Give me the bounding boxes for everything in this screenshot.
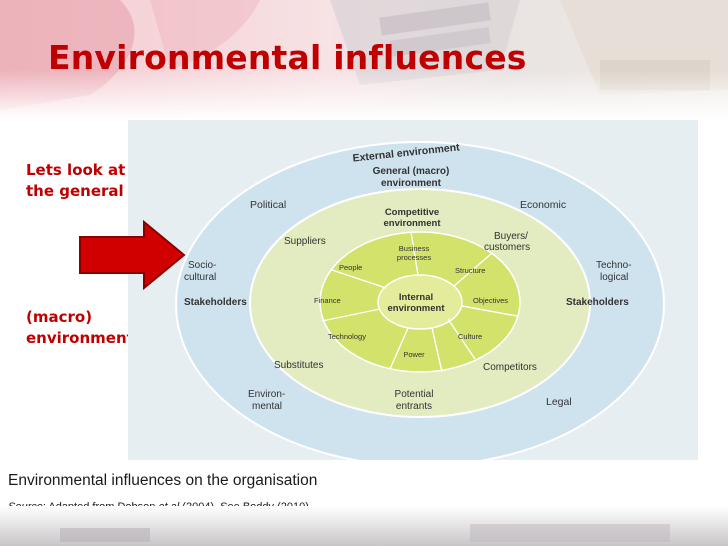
label-power: Power bbox=[403, 350, 425, 359]
label-suppliers: Suppliers bbox=[284, 236, 326, 247]
core-internal-environment bbox=[377, 274, 463, 330]
header-banner-image bbox=[0, 0, 728, 120]
label-potential-entrants-line1: Potential bbox=[395, 389, 434, 400]
label-techno-line2: logical bbox=[600, 272, 628, 283]
label-culture: Culture bbox=[458, 332, 482, 341]
label-stakeholders-left: Stakeholders bbox=[184, 297, 247, 308]
label-people: People bbox=[339, 263, 362, 272]
intro-text: Lets look at the general bbox=[26, 161, 126, 200]
label-buyers-line1: Buyers/ bbox=[494, 231, 528, 242]
label-stakeholders-right: Stakeholders bbox=[566, 297, 629, 308]
label-potential-entrants-line2: entrants bbox=[396, 401, 432, 412]
general-environment-title-line1: General (macro) bbox=[373, 166, 450, 177]
general-environment-title-line2: environment bbox=[381, 178, 442, 189]
label-business-processes-line2: processes bbox=[397, 253, 431, 262]
internal-environment-title-line1: Internal bbox=[399, 292, 433, 303]
slide-title: Environmental influences bbox=[48, 38, 527, 77]
label-objectives: Objectives bbox=[473, 296, 508, 305]
competitive-environment-title-line2: environment bbox=[383, 218, 441, 229]
macro-environment-text: (macro) environment bbox=[26, 308, 134, 347]
red-arrow-icon bbox=[79, 220, 186, 290]
environment-diagram: External environment General (macro) env… bbox=[128, 120, 698, 460]
label-finance: Finance bbox=[314, 296, 341, 305]
figure-caption: Environmental influences on the organisa… bbox=[8, 472, 318, 489]
label-economic: Economic bbox=[520, 199, 566, 211]
internal-environment-title-line2: environment bbox=[387, 303, 445, 314]
internal-sector-dividers bbox=[321, 231, 518, 373]
label-legal: Legal bbox=[546, 396, 572, 408]
competitive-environment-title-line1: Competitive bbox=[385, 207, 439, 218]
label-substitutes: Substitutes bbox=[274, 360, 323, 371]
label-socio-line1: Socio- bbox=[188, 260, 216, 271]
label-environmental-line1: Environ- bbox=[248, 389, 285, 400]
label-structure: Structure bbox=[455, 266, 485, 275]
label-technology: Technology bbox=[328, 332, 366, 341]
label-competitors: Competitors bbox=[483, 362, 537, 373]
label-socio-line2: cultural bbox=[184, 272, 216, 283]
label-buyers-line2: customers bbox=[484, 242, 530, 253]
label-environmental-line2: mental bbox=[252, 401, 282, 412]
footer-banner-image bbox=[0, 506, 728, 546]
label-techno-line1: Techno- bbox=[596, 260, 632, 271]
label-business-processes-line1: Business bbox=[399, 244, 430, 253]
label-political: Political bbox=[250, 199, 286, 211]
